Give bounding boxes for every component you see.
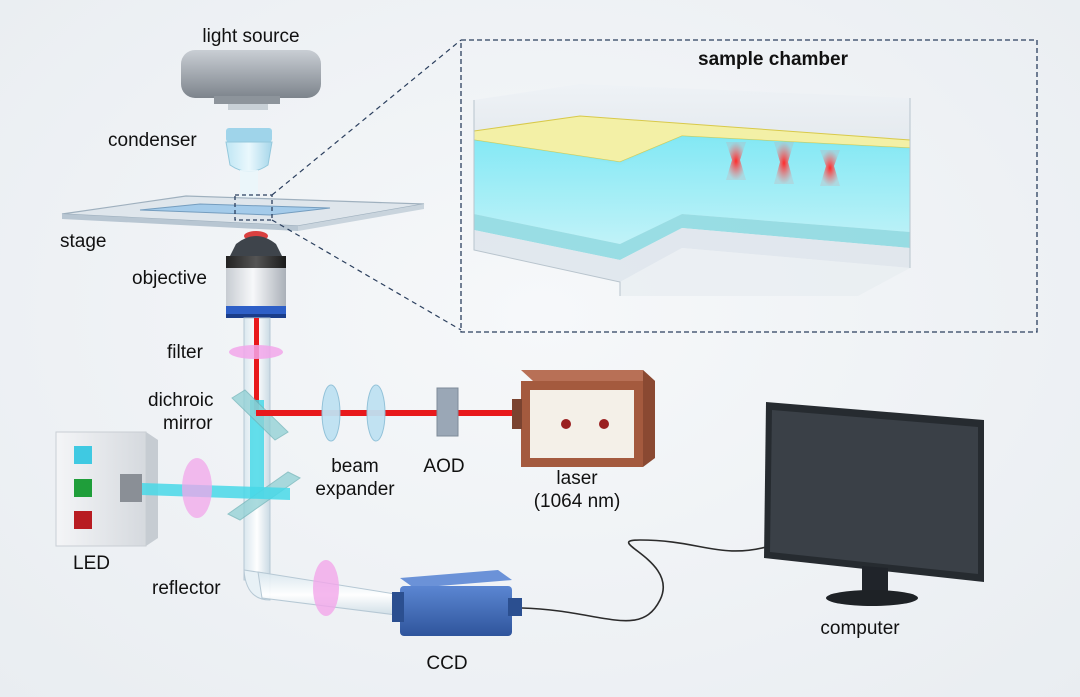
led-lens <box>182 458 212 518</box>
zoom-line-lower <box>271 219 462 331</box>
microscope-stage <box>61 195 425 231</box>
ccd-label: CCD <box>426 653 468 674</box>
beam-expander-label-line2: expander <box>315 479 395 500</box>
zoom-line-upper <box>271 39 462 196</box>
dichroic-label-line2: mirror <box>163 413 213 434</box>
laser-beam-horizontal <box>256 410 521 416</box>
sample-chamber-title: sample chamber <box>698 49 848 70</box>
reflector-label: reflector <box>152 578 221 599</box>
light-source <box>181 50 321 110</box>
laser-label-line1: laser <box>556 468 598 489</box>
led-beam-horizontal <box>142 483 290 500</box>
led-source <box>55 431 158 547</box>
condenser-lens <box>225 128 273 172</box>
ccd-camera <box>392 570 522 636</box>
condenser-label: condenser <box>108 130 197 151</box>
ccd-lens <box>313 560 339 616</box>
aod-label: AOD <box>423 456 465 477</box>
beam-expander <box>321 384 386 442</box>
sample-chamber-model <box>473 84 911 296</box>
optical-traps <box>726 142 840 186</box>
filter-label: filter <box>167 342 203 363</box>
light-source-label: light source <box>202 26 300 47</box>
data-cable <box>521 539 771 622</box>
led-label: LED <box>73 553 110 574</box>
laser-device <box>512 370 655 467</box>
dichroic-label-line1: dichroic <box>148 390 214 411</box>
computer-label: computer <box>820 618 900 639</box>
objective-label: objective <box>132 268 207 289</box>
sample-region-marker <box>234 194 273 221</box>
objective-lens <box>226 231 286 318</box>
sample-chamber-inset <box>460 39 1038 333</box>
filter-element <box>229 345 283 359</box>
laser-label-line2: (1064 nm) <box>533 491 621 512</box>
computer-monitor <box>764 402 984 606</box>
aod-device <box>436 387 459 437</box>
laser-beam-vertical <box>254 318 259 414</box>
stage-label: stage <box>60 231 107 252</box>
beam-expander-label-line1: beam <box>331 456 379 477</box>
